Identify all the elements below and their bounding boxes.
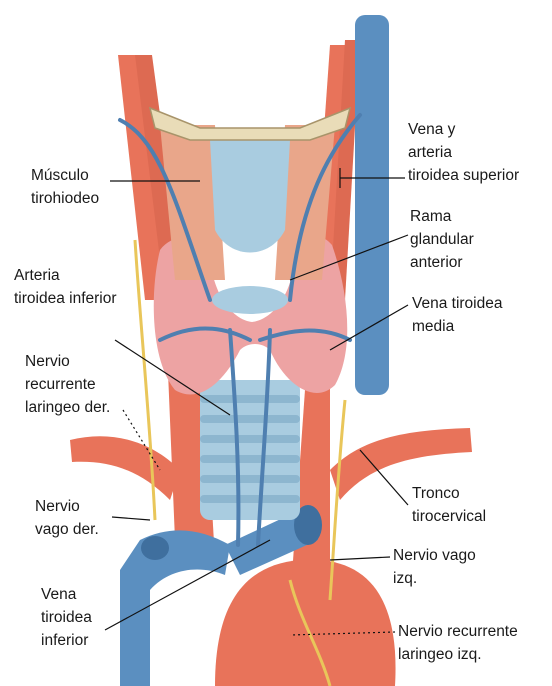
- label-nervio-recurrente-laringeo-der: Nervio recurrente laringeo der.: [25, 353, 111, 416]
- label-vena-arteria-tiroidea-superior: Vena y arteria tiroidea superior: [408, 121, 520, 184]
- hyoid-bone: [148, 106, 352, 141]
- vein-cut-left: [294, 505, 322, 545]
- vein-cut-right: [141, 536, 169, 560]
- label-nervio-recurrente-laringeo-izq: Nervio recurrente laringeo izq.: [398, 623, 518, 663]
- label-rama-glandular-anterior: Rama glandular anterior: [410, 208, 474, 271]
- right-subclavian-artery: [70, 436, 180, 500]
- left-internal-jugular-vein: [355, 15, 389, 395]
- thyrohyoid-muscle-left: [275, 125, 335, 280]
- label-nervio-vago-der: Nervio vago der.: [35, 498, 99, 538]
- thyroid-veins: [118, 113, 362, 547]
- cricoid-cartilage: [212, 286, 288, 314]
- label-tronco-tirocervical: Tronco tirocervical: [412, 485, 487, 525]
- thyrohyoid-muscle-right: [160, 125, 225, 280]
- thyroid-cartilage: [210, 140, 290, 253]
- right-external-carotid: [118, 55, 170, 300]
- label-vena-tiroidea-media: Vena tiroidea media: [412, 295, 503, 335]
- label-nervio-vago-izq: Nervio vago izq.: [393, 547, 476, 587]
- right-brachiocephalic-vein: [120, 530, 230, 686]
- trachea-rings: [200, 395, 300, 503]
- label-musculo-tirohiodeo: Músculo tirohiodeo: [31, 167, 100, 207]
- label-vena-tiroidea-inferior: Vena tiroidea inferior: [41, 586, 92, 649]
- leader-lines: [104, 168, 409, 636]
- label-arteria-tiroidea-inferior: Arteria tiroidea inferior: [14, 267, 117, 307]
- left-subclavian-artery: [330, 428, 472, 500]
- left-internal-carotid: [330, 40, 360, 300]
